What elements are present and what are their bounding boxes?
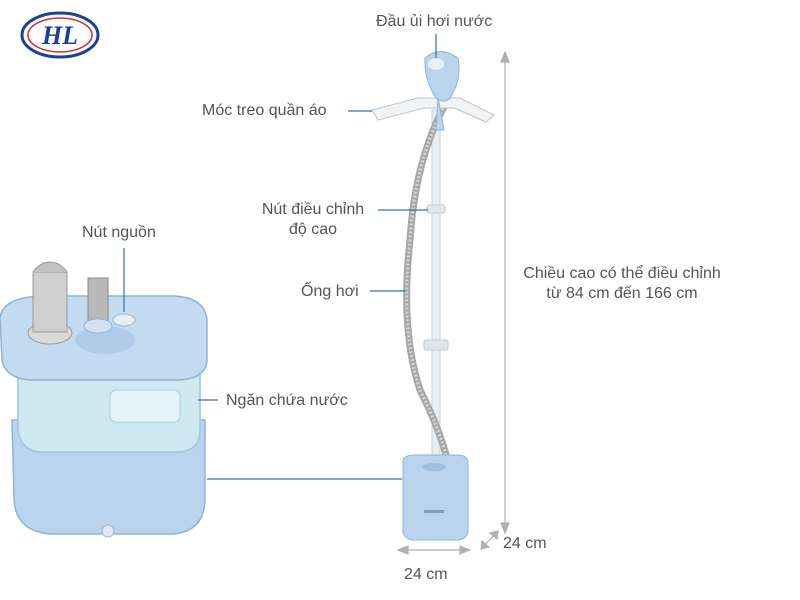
dimension-lines [396,50,510,555]
height-range-label: Chiều cao có thể điều chỉnh từ 84 cm đến… [506,264,738,304]
standing-steamer [371,51,495,541]
height-button-label-line2: độ cao [288,221,338,238]
depth-dimension-label: 24 cm [503,535,547,552]
water-tank-label: Ngăn chứa nước [226,392,348,409]
base-unit-closeup [0,261,208,538]
steam-head-label: Đầu ủi hơi nước [376,13,493,30]
height-button-label-line1: Nút điều chỉnh [261,201,365,218]
leader-lines [123,34,437,401]
height-range-line2: từ 84 cm đến 166 cm [546,285,698,302]
hanger-label: Móc treo quần áo [202,102,327,119]
height-button-label: Nút điều chỉnh độ cao [256,200,370,240]
brand-logo: HL [20,11,100,59]
height-range-line1: Chiều cao có thể điều chỉnh [523,265,721,282]
power-button-label: Nút nguồn [82,224,156,241]
hose-label: Ống hơi [301,283,359,300]
width-dimension-label: 24 cm [404,566,448,583]
power-button-graphic [112,313,136,327]
logo-text: HL [41,21,78,50]
